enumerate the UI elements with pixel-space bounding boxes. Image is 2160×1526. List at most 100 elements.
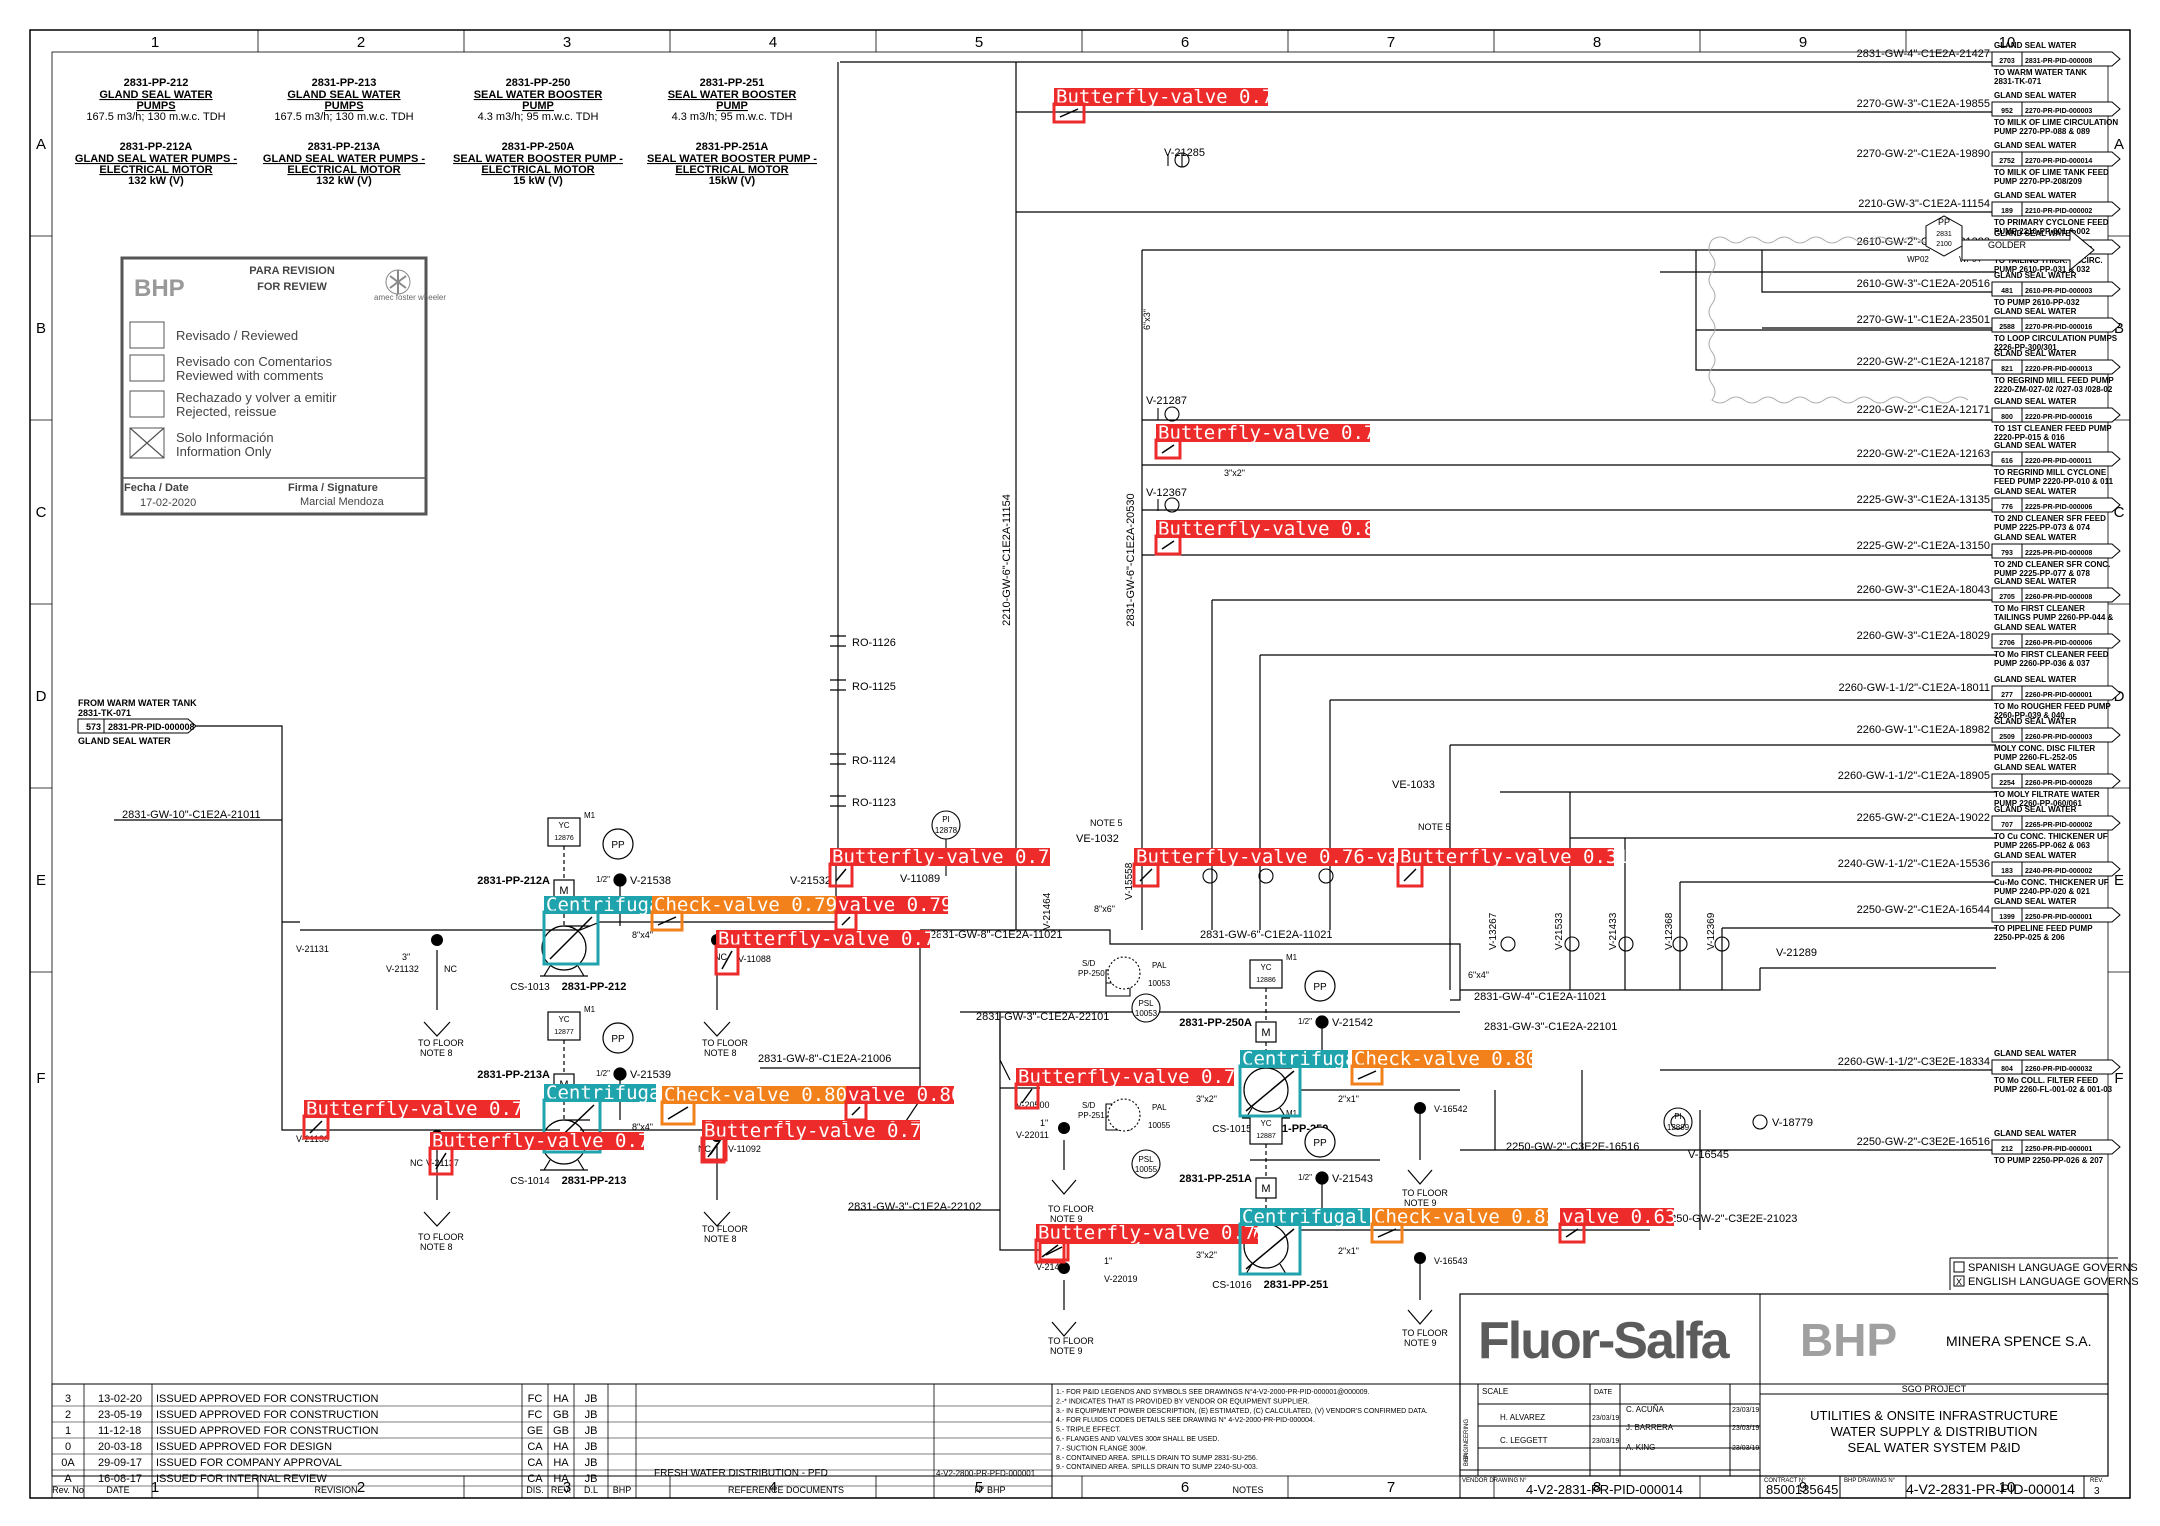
detection-label-bg	[702, 1122, 920, 1140]
equipment-desc: PUMPS	[136, 100, 175, 112]
outlet-line-label: 2260-GW-3"-C1E2A-18029	[1857, 630, 1990, 642]
note-line: 9.- CONTAINED AREA. SPILLS DRAIN TO SUMP…	[1056, 1464, 1258, 1471]
motor-tag: M1	[1286, 1109, 1298, 1118]
tag-label: NOTE 9	[1050, 1346, 1083, 1356]
outlet-ref[interactable]: 2240-PR-PID-000002	[2025, 868, 2092, 875]
grid-row-label: C	[36, 504, 47, 521]
inlet-service: GLAND SEAL WATER	[78, 736, 171, 746]
line-label: 2831-GW-6"-C1E2A-11021	[1200, 929, 1333, 941]
valve-tag: V-12369	[1706, 912, 1717, 950]
offsheet-tag-icon	[1991, 451, 2121, 467]
option-label: Revisado con Comentarios	[176, 354, 333, 369]
revision-header: REV.	[551, 1485, 571, 1495]
revision-cell: ISSUED APPROVED FOR CONSTRUCTION	[156, 1393, 379, 1405]
outlet-ref[interactable]: 2225-PR-PID-000008	[2025, 550, 2092, 557]
outlet-service: GLAND SEAL WATER	[1994, 851, 2077, 860]
outlet-line-label: 2260-GW-1-1/2"-C3E2E-18334	[1838, 1056, 1990, 1068]
tie-in-tag: 2831	[1936, 231, 1952, 238]
detection-box: Butterfly-valve 0.71	[714, 928, 947, 976]
outlet-line-label: 2270-GW-3"-C1E2A-19855	[1857, 98, 1990, 110]
drawing-title: UTILITIES & ONSITE INFRASTRUCTURE	[1810, 1408, 2058, 1423]
outlet-ref[interactable]: 2270-PR-PID-000016	[2025, 324, 2092, 331]
grid-col-label: 9	[1799, 34, 1807, 51]
instruments	[931, 152, 1768, 1179]
checkbox-reviewed[interactable]	[129, 321, 165, 349]
option-reviewed: Revisado / Reviewed	[176, 328, 298, 343]
checkbox-reviewed-comments[interactable]	[129, 354, 165, 382]
scale-label: SCALE	[1482, 1387, 1508, 1396]
strainer-tag: CS-1013	[510, 982, 550, 993]
revision-cell: HA	[553, 1473, 569, 1485]
signer: Marcial Mendoza	[300, 496, 385, 508]
valve-icon	[1357, 1070, 1377, 1080]
outlet-ref[interactable]: 2210-PR-PID-000002	[2025, 208, 2092, 215]
psl-label: PSL	[1138, 1155, 1154, 1164]
option-label: Rejected, reissue	[176, 404, 276, 419]
outlet-ref[interactable]: 2610-PR-PID-000003	[2025, 288, 2092, 295]
tag-label: 8"x4"	[632, 930, 653, 940]
outlet-ref[interactable]: 2270-PR-PID-000003	[2025, 108, 2092, 115]
psl-label: 10055	[1135, 1165, 1158, 1174]
outlet-ref[interactable]: 2220-PR-PID-000011	[2025, 458, 2092, 465]
outlet-destination: MOLY CONC. DISC FILTER	[1994, 744, 2095, 753]
detection-box-outline	[428, 1146, 454, 1176]
detection-label-bg	[1352, 1050, 1532, 1068]
outlet-service: GLAND SEAL WATER	[1994, 1049, 2077, 1058]
option-label: Rechazado y volver a emitir	[176, 390, 337, 405]
offsheet-tag-icon	[1991, 1139, 2121, 1155]
valve-icon	[841, 916, 851, 926]
title-block	[1459, 1293, 2109, 1498]
ref-doc-number[interactable]: 4-V2-2800-PR-PFD-000001	[936, 1469, 1036, 1478]
checkbox-information-only[interactable]	[129, 427, 165, 459]
outlet-line-label: 2250-GW-2"-C1E2A-16544	[1857, 904, 1990, 916]
pump-motor-tag: 2831-PP-251A	[1179, 1173, 1252, 1185]
language-box: X SPANISH LANGUAGE GOVERNS ENGLISH LANGU…	[1949, 1257, 2139, 1290]
outlet-ref[interactable]: 2260-PR-PID-000032	[2025, 1066, 2092, 1073]
checkbox-english[interactable]	[1953, 1275, 1965, 1287]
tag-label: V-16543	[1434, 1256, 1468, 1266]
outlet-ref[interactable]: 2225-PR-PID-000006	[2025, 504, 2092, 511]
outlet-destination: TO MILK OF LIME TANK FEED	[1994, 168, 2109, 177]
outlet-ref[interactable]: 2260-PR-PID-000028	[2025, 780, 2092, 787]
pump-tag: 2831-PP-212	[562, 981, 627, 993]
piping	[114, 61, 2010, 1337]
outlet-ref[interactable]: 2260-PR-PID-000001	[2025, 692, 2092, 699]
revision-header: DIS.	[526, 1485, 544, 1495]
yc-label: YC	[558, 821, 569, 830]
detection-box: Check-valve 0.82	[1370, 1206, 1557, 1244]
outlet-ref[interactable]: 2250-PR-PID-000001	[2025, 1146, 2092, 1153]
outlet-num: 616	[2001, 458, 2013, 465]
outlet-ref[interactable]: 2270-PR-PID-000014	[2025, 158, 2092, 165]
size-label: 6"x4"	[1468, 970, 1489, 980]
checkbox-rejected[interactable]	[129, 390, 165, 418]
valve-icon	[1021, 1088, 1033, 1104]
valve-tag: V-21539	[630, 1069, 671, 1081]
outlet-destination: TO PIPELINE FEED PUMP	[1994, 924, 2093, 933]
outlet-ref[interactable]: 2260-PR-PID-000008	[2025, 594, 2092, 601]
checkbox-spanish[interactable]	[1953, 1261, 1965, 1273]
tag-label: NOTE 8	[420, 1048, 453, 1058]
outlet-ref[interactable]: 2250-PR-PID-000001	[2025, 914, 2092, 921]
valve-icon	[657, 916, 677, 926]
detection-box-outline	[1034, 1238, 1066, 1264]
outlet-ref[interactable]: 2220-PR-PID-000013	[2025, 366, 2092, 373]
motor-tag: M1	[1286, 953, 1298, 962]
valve-icon	[1245, 1228, 1295, 1270]
note-line: 7.- SUCTION FLANGE 300#.	[1056, 1445, 1147, 1452]
outlet-ref[interactable]: 2831-PR-PID-000008	[2025, 58, 2092, 65]
outlet-ref[interactable]: 2260-PR-PID-000003	[2025, 734, 2092, 741]
detection-box: Butterfly-valve 0.79	[1052, 86, 1285, 124]
outlet-ref[interactable]: 2265-PR-PID-000002	[2025, 822, 2092, 829]
outlet-ref[interactable]: 2220-PR-PID-000016	[2025, 414, 2092, 421]
size-label: 1/2"	[1298, 1017, 1312, 1026]
outlet-ref[interactable]: 2260-PR-PID-000006	[2025, 640, 2092, 647]
equipment-desc: GLAND SEAL WATER	[99, 89, 212, 101]
detection-box-outline	[1154, 534, 1182, 556]
